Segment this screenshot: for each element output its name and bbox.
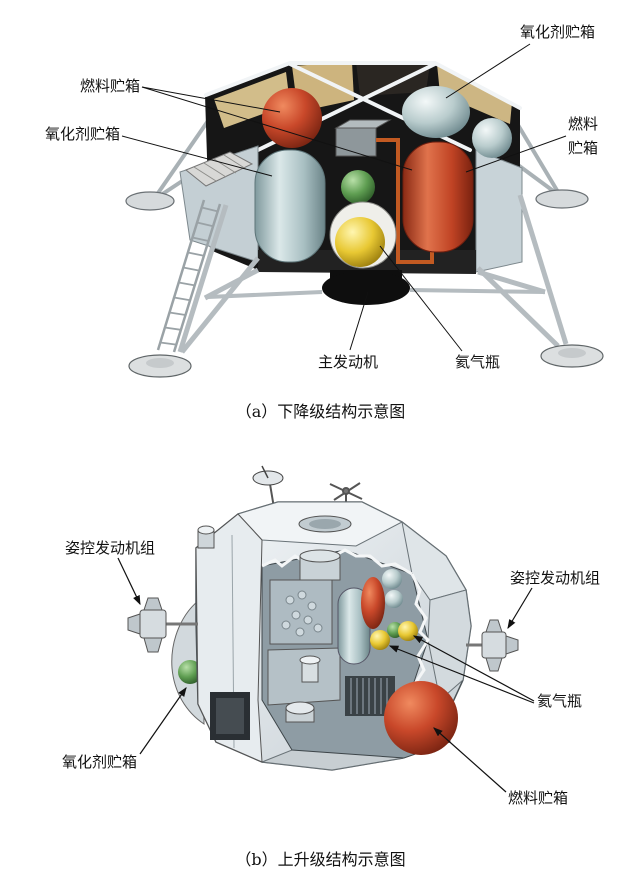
small-tank-right (472, 118, 512, 158)
instrument-box (334, 119, 392, 157)
green-sphere (341, 170, 375, 204)
forward-hatch (210, 692, 250, 740)
ascent-leader-lines (117, 557, 535, 793)
label-fuel-tank-right-line1: 燃料 (568, 115, 599, 133)
oxidizer-tank-ascent (178, 660, 202, 684)
rcs-thruster-cluster-right (466, 619, 519, 672)
oxidizer-tank-back-right (402, 86, 470, 138)
fuel-tank-front-right (402, 141, 474, 253)
helium-bottle-descent (329, 201, 397, 269)
oxidizer-tank-front-left (254, 149, 326, 263)
label-helium-bottle-descent: 氦气瓶 (455, 353, 501, 371)
insulation-panel (356, 62, 430, 96)
interior-back-wall (269, 579, 333, 645)
label-oxidizer-tank-ascent: 氧化剂贮箱 (62, 753, 138, 771)
label-fuel-tank-left: 燃料贮箱 (80, 77, 141, 95)
interior-cylinder (285, 701, 315, 723)
main-engine-bell (322, 270, 410, 305)
helium-bottle-ascent-2 (398, 621, 418, 641)
landing-leg-front-right (476, 194, 569, 348)
interior-pipe (299, 655, 321, 683)
footpad-front-right (540, 344, 604, 368)
dish-antenna (252, 465, 284, 509)
helium-bottle-ascent-1 (370, 630, 390, 650)
propellant-pipe (376, 138, 434, 264)
overhead-window-cylinder (197, 525, 215, 549)
descent-stage-illustration (121, 43, 604, 378)
red-elongated-tank (361, 577, 385, 629)
ladder (156, 199, 222, 353)
label-main-engine: 主发动机 (318, 353, 379, 371)
label-helium-bottles-ascent: 氦气瓶 (537, 692, 583, 710)
insulation-panel (214, 72, 290, 128)
label-rcs-thrusters-left: 姿控发动机组 (65, 539, 156, 557)
fuel-tank-ascent (384, 681, 458, 755)
landing-leg-back-right (516, 123, 560, 195)
porch-platform (185, 151, 254, 187)
footpad-back-right (535, 189, 589, 209)
label-fuel-tank-ascent: 燃料贮箱 (508, 789, 569, 807)
label-oxidizer-tank-left: 氧化剂贮箱 (45, 125, 121, 143)
descent-side-panel-right (475, 149, 523, 273)
footpad-front-left (128, 354, 192, 378)
rcs-thruster-cluster-left (127, 597, 198, 653)
grey-sphere (382, 569, 402, 589)
footpad-back-left (125, 191, 175, 211)
docking-hatch (298, 515, 352, 533)
landing-leg-front-left (177, 204, 260, 354)
label-oxidizer-tank-right: 氧化剂贮箱 (520, 23, 596, 41)
cut-edge (410, 573, 430, 689)
caption-ascent-stage: （b）上升级结构示意图 (235, 850, 406, 869)
label-rcs-thrusters-right: 姿控发动机组 (510, 569, 601, 587)
label-fuel-tank-right-line2: 贮箱 (568, 139, 599, 157)
ascent-stage-illustration (117, 465, 535, 793)
grey-sphere (385, 590, 403, 608)
descent-leader-lines (121, 43, 567, 352)
insulation-panel (437, 64, 512, 124)
caption-descent-stage: （a）下降级结构示意图 (235, 402, 406, 421)
docking-tunnel (299, 549, 341, 581)
fuel-tank-back-left (262, 88, 322, 148)
